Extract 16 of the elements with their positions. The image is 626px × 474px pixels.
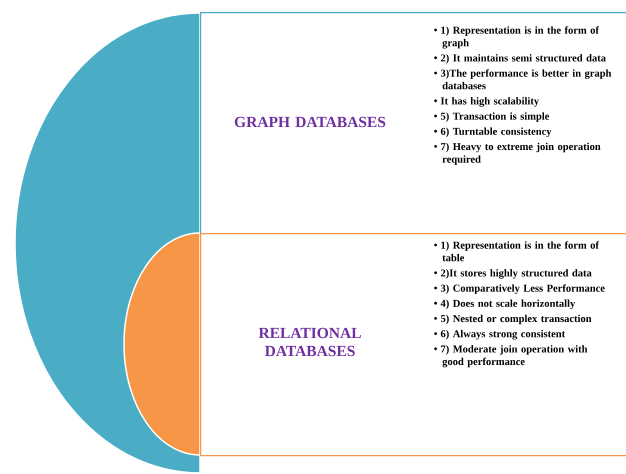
bullet-item: 4) Does not scale horizontally — [434, 300, 576, 310]
bullet-item: 6) Always strong consistent — [434, 330, 566, 340]
bullet-item: 1) Representation is in the form of graph — [434, 26, 600, 49]
bullet-item: 1) Representation is in the form of table — [434, 241, 600, 262]
bullet-item: 5) Nested or complex transaction — [434, 314, 592, 324]
bullet-item: 3)The performance is better in graph databases — [434, 69, 612, 90]
bullet-item: 7) Moderate join operation with good performance — [434, 345, 588, 368]
bullet-item: 3) Comparatively Less Performance — [434, 284, 605, 294]
bullet-item: 5) Transaction is simple — [434, 112, 550, 122]
bullet-item: 6) Turntable consistency — [434, 128, 552, 138]
bullet-item: 7) Heavy to extreme join operation required — [434, 142, 601, 165]
bullet-item: 2) It maintains semi structured data — [434, 54, 606, 64]
bullet-item: It has high scalability — [434, 97, 539, 107]
heading: RELATIONAL DATABASES — [258, 328, 361, 356]
bullet-item: 2)It stores highly structured data — [434, 269, 592, 279]
heading: GRAPH DATABASES — [234, 116, 386, 128]
